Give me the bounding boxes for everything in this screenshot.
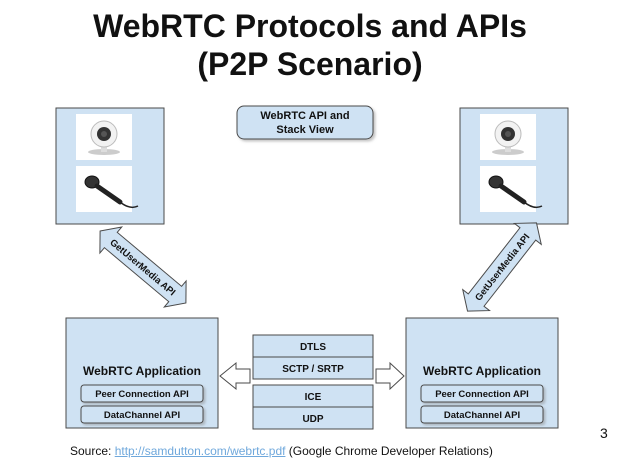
left-arrow-label: GetUserMedia API [107,237,177,298]
right-arrow-label: GetUserMedia API [473,232,532,303]
right-horizontal-arrow [375,361,405,391]
stack-udp: UDP [302,414,323,425]
stack-view-header-box: WebRTC API and Stack View [236,105,374,140]
stack-sctp-srtp: SCTP / SRTP [282,364,344,375]
microphone-icon [84,175,139,209]
webcam-icon [492,120,524,155]
datachannel-api: DataChannel API [444,410,520,421]
slide-title-line-2: (P2P Scenario) [197,46,423,82]
slide-title-line-1: WebRTC Protocols and APIs [93,8,527,44]
microphone-icon [488,175,543,209]
right-webrtc-application: WebRTC Application Peer Connection API D… [405,317,559,429]
source-suffix: (Google Chrome Developer Relations) [285,444,493,458]
webcam-icon [88,120,120,155]
datachannel-api: DataChannel API [104,410,180,421]
stack-ice: ICE [305,392,322,403]
header-line-1: WebRTC API and [260,110,349,122]
source-prefix: Source: [70,444,115,458]
app-title: WebRTC Application [83,364,201,378]
webrtc-diagram: WebRTC API and Stack View GetUserMedia A… [46,98,578,438]
stack-dtls: DTLS [300,342,326,353]
left-horizontal-arrow [219,361,251,391]
peer-connection-api: Peer Connection API [435,389,529,400]
left-getusermedia-arrow: GetUserMedia API [99,226,187,308]
app-title: WebRTC Application [423,364,541,378]
peer-connection-api: Peer Connection API [95,389,189,400]
page-number: 3 [600,425,608,441]
source-citation: Source: http://samdutton.com/webrtc.pdf … [70,444,610,458]
right-getusermedia-arrow: GetUserMedia API [461,222,543,312]
source-link[interactable]: http://samdutton.com/webrtc.pdf [114,444,286,458]
left-webrtc-application: WebRTC Application Peer Connection API D… [65,317,219,429]
protocol-stack: DTLS SCTP / SRTP ICE UDP [252,334,374,430]
header-line-2: Stack View [276,124,334,136]
